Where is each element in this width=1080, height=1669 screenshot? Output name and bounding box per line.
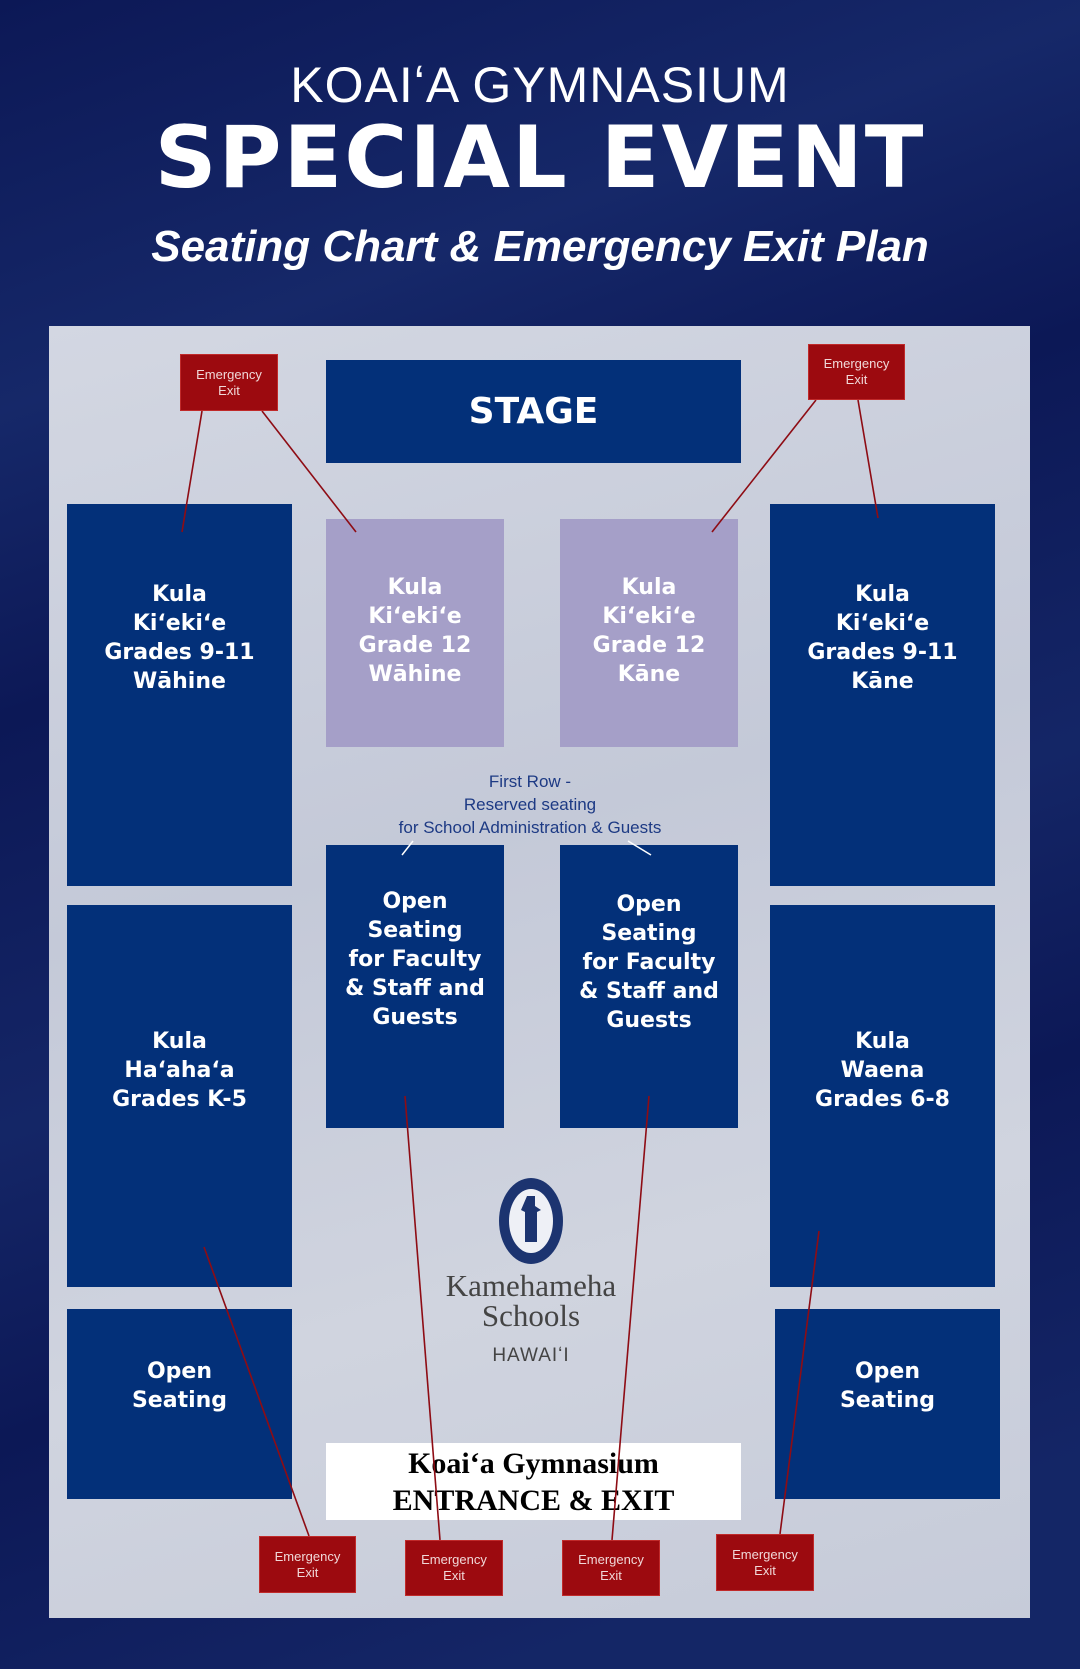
section-open-seating-left: Open Seating	[67, 1309, 292, 1499]
route-line	[711, 399, 817, 533]
section-faculty-right: Open Seating for Faculty & Staff and Gue…	[560, 845, 738, 1128]
stage: STAGE	[326, 360, 741, 463]
entrance-line2: ENTRANCE & EXIT	[392, 1484, 675, 1517]
route-line	[203, 1246, 310, 1537]
emergency-exit-bottom-3: Emergency Exit	[562, 1540, 660, 1596]
section-grade-12-wahine: Kula Kiʻekiʻe Grade 12 Wāhine	[326, 519, 504, 747]
section-grades-6-8: Kula Waena Grades 6-8	[770, 905, 995, 1287]
route-line	[261, 410, 357, 533]
section-grades-9-11-wahine: Kula Kiʻekiʻe Grades 9-11 Wāhine	[67, 504, 292, 886]
emergency-exit-top-left: Emergency Exit	[180, 354, 278, 411]
emergency-exit-top-right: Emergency Exit	[808, 344, 905, 400]
section-grades-9-11-kane: Kula Kiʻekiʻe Grades 9-11 Kāne	[770, 504, 995, 886]
seal-icon	[499, 1178, 563, 1264]
route-line	[611, 1095, 650, 1541]
pointer-line	[401, 840, 414, 856]
route-line	[779, 1230, 820, 1535]
event-title: SPECIAL EVENT	[154, 108, 926, 208]
subtitle: Seating Chart & Emergency Exit Plan	[151, 222, 929, 271]
school-name-2: Schools	[481, 1298, 581, 1333]
route-line	[404, 1095, 441, 1541]
emergency-exit-bottom-2: Emergency Exit	[405, 1540, 503, 1596]
venue-title: KOAIʻA GYMNASIUM	[290, 57, 790, 113]
route-line	[857, 399, 879, 519]
emergency-exit-bottom-4: Emergency Exit	[716, 1534, 814, 1591]
school-logo: Kamehameha Schools HAWAIʻI	[430, 1176, 632, 1367]
route-line	[181, 410, 203, 533]
entrance-exit-sign: Koaiʻa Gymnasium ENTRANCE & EXIT	[326, 1443, 741, 1520]
school-region: HAWAIʻI	[492, 1345, 570, 1366]
first-row-note: First Row - Reserved seating for School …	[398, 772, 662, 837]
section-open-seating-right: Open Seating	[775, 1309, 1000, 1499]
pointer-line	[627, 840, 652, 856]
section-grades-k-5: Kula Haʻahaʻa Grades K-5	[67, 905, 292, 1287]
section-faculty-left: Open Seating for Faculty & Staff and Gue…	[326, 845, 504, 1128]
section-grade-12-kane: Kula Kiʻekiʻe Grade 12 Kāne	[560, 519, 738, 747]
emergency-exit-bottom-1: Emergency Exit	[259, 1536, 356, 1593]
school-name-1: Kamehameha	[445, 1268, 617, 1303]
